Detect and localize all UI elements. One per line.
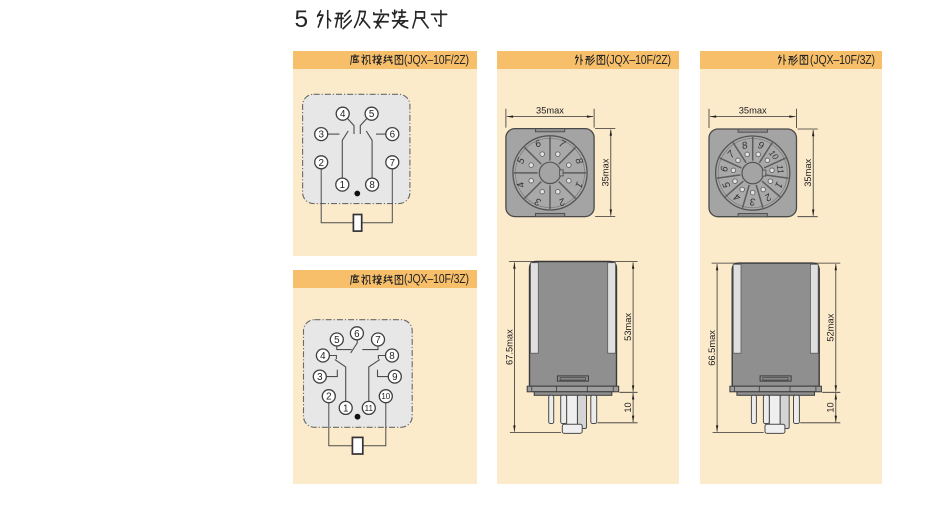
svg-text:7: 7 [726,149,738,161]
svg-text:6: 6 [354,329,360,340]
svg-text:8: 8 [389,351,395,362]
svg-text:3: 3 [749,196,755,207]
svg-text:11: 11 [365,404,374,413]
svg-text:7: 7 [375,335,380,346]
svg-text:67.5max: 67.5max [505,329,515,365]
svg-text:6: 6 [534,138,544,150]
svg-text:3: 3 [318,130,324,141]
svg-text:10: 10 [623,402,633,412]
svg-text:35max: 35max [536,106,564,116]
svg-text:11: 11 [775,164,786,174]
svg-text:5: 5 [334,335,340,346]
svg-text:6: 6 [719,165,731,173]
svg-text:9: 9 [756,140,765,152]
svg-text:1: 1 [340,180,345,191]
svg-text:53max: 53max [623,313,633,341]
svg-text:7: 7 [390,158,395,169]
svg-text:3: 3 [317,372,323,383]
svg-text:3: 3 [533,195,543,207]
svg-text:66.5max: 66.5max [707,330,717,366]
svg-text:52max: 52max [826,313,836,341]
svg-text:2: 2 [326,392,331,403]
svg-text:4: 4 [515,180,527,190]
svg-text:2: 2 [318,158,323,169]
svg-text:35max: 35max [739,106,767,116]
svg-text:10: 10 [826,402,836,412]
svg-text:35max: 35max [601,158,611,186]
svg-text:5: 5 [369,109,375,120]
svg-text:35max: 35max [803,158,813,186]
svg-text:6: 6 [390,130,396,141]
svg-text:9: 9 [392,372,397,383]
svg-text:8: 8 [572,156,584,166]
svg-text:7: 7 [557,138,567,150]
svg-text:2: 2 [762,190,774,203]
svg-text:8: 8 [369,180,375,191]
svg-text:1: 1 [772,180,784,190]
svg-text:8: 8 [741,140,750,152]
svg-text:2: 2 [557,195,568,208]
svg-text:5: 5 [721,179,733,189]
svg-text:1: 1 [572,180,584,189]
svg-text:4: 4 [320,351,326,362]
svg-text:1: 1 [343,403,348,414]
svg-text:4: 4 [340,109,346,120]
svg-text:4: 4 [732,190,743,202]
svg-text:10: 10 [381,392,390,401]
svg-text:5: 5 [515,156,527,166]
